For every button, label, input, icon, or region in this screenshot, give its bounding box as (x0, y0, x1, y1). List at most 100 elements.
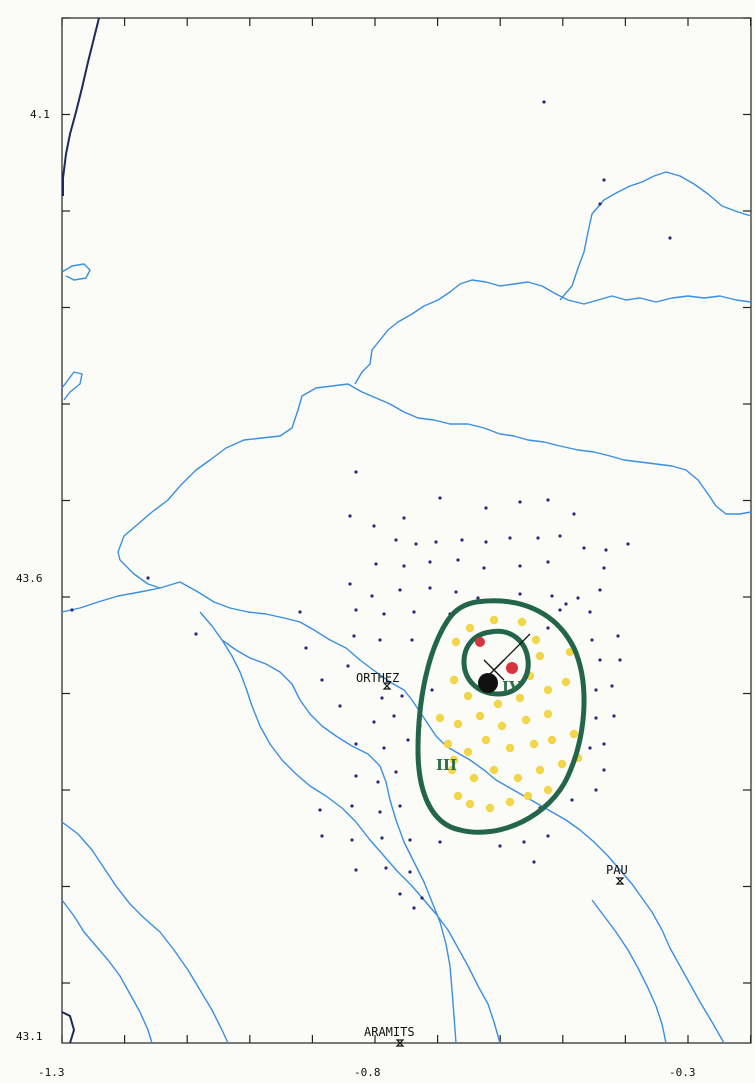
survey-point (414, 542, 418, 546)
survey-point (348, 514, 352, 518)
survey-point (590, 638, 594, 642)
survey-point (532, 860, 536, 864)
felt-point (493, 699, 503, 709)
survey-point (668, 236, 672, 240)
isoseismal-lines (415, 598, 587, 835)
felt-point (449, 675, 459, 685)
survey-point (570, 798, 574, 802)
survey-point (320, 834, 324, 838)
survey-point (546, 498, 550, 502)
felt-point (443, 739, 453, 749)
felt-point (469, 773, 479, 783)
y-tick-label-2: 43.6 (16, 572, 43, 585)
survey-point (572, 512, 576, 516)
survey-point (408, 838, 412, 842)
survey-point (518, 500, 522, 504)
survey-point (354, 774, 358, 778)
survey-point (354, 608, 358, 612)
survey-point (380, 836, 384, 840)
axis-ticks (61, 17, 752, 1043)
survey-point (616, 634, 620, 638)
felt-point (515, 693, 525, 703)
survey-point (626, 542, 630, 546)
survey-point (460, 538, 464, 542)
felt-point (561, 677, 571, 687)
survey-point (438, 840, 442, 844)
survey-point (408, 870, 412, 874)
isoseismal-outer (415, 598, 587, 835)
survey-point (398, 588, 402, 592)
felt-point (463, 747, 473, 757)
survey-point (394, 538, 398, 542)
felt-point (481, 735, 491, 745)
felt-point (463, 691, 473, 701)
survey-point (304, 646, 308, 650)
survey-point (558, 608, 562, 612)
epicenter-symbols (475, 633, 531, 693)
x-tick-label-3: -0.3 (669, 1066, 696, 1079)
felt-point (489, 765, 499, 775)
felt-point (543, 685, 553, 695)
survey-point (594, 788, 598, 792)
survey-point (350, 838, 354, 842)
survey-point (412, 610, 416, 614)
felt-point (465, 623, 475, 633)
felt-point (505, 743, 515, 753)
survey-point (350, 804, 354, 808)
survey-point (376, 780, 380, 784)
survey-point (338, 704, 342, 708)
survey-point (542, 100, 546, 104)
survey-point (428, 560, 432, 564)
survey-point (610, 684, 614, 688)
felt-point (543, 709, 553, 719)
felt-point (565, 647, 575, 657)
felt-point (451, 637, 461, 647)
survey-point (518, 592, 522, 596)
survey-point (352, 634, 356, 638)
y-tick-label-1: 4.1 (30, 108, 50, 121)
survey-point (384, 866, 388, 870)
survey-point (602, 768, 606, 772)
felt-point (535, 651, 545, 661)
felt-point (523, 791, 533, 801)
felt-point (453, 791, 463, 801)
city-marker-icon (395, 1039, 405, 1047)
survey-point (402, 516, 406, 520)
place-markers (382, 682, 625, 1047)
place-label-aramits: ARAMITS (364, 1025, 415, 1039)
survey-point (382, 746, 386, 750)
isoseismal-inner (461, 628, 531, 697)
red-point (475, 637, 485, 647)
survey-point (618, 658, 622, 662)
survey-point (498, 844, 502, 848)
survey-point (598, 658, 602, 662)
survey-point (354, 742, 358, 746)
survey-point (354, 868, 358, 872)
axis-tick-labels: -1.3 -0.8 -0.3 4.1 43.6 43.1 (16, 108, 696, 1079)
city-marker-icon (615, 877, 625, 885)
survey-point (394, 770, 398, 774)
survey-point (454, 590, 458, 594)
felt-point (475, 711, 485, 721)
survey-point (372, 524, 376, 528)
epicenter-marker (478, 673, 498, 693)
survey-point (430, 688, 434, 692)
felt-point (543, 785, 553, 795)
felt-point (535, 765, 545, 775)
felt-intensity-points (435, 615, 583, 813)
survey-point (558, 534, 562, 538)
survey-point (612, 714, 616, 718)
survey-point (320, 678, 324, 682)
survey-point (374, 562, 378, 566)
coastline (61, 17, 100, 1044)
survey-point (372, 720, 376, 724)
felt-point (465, 799, 475, 809)
map-frame (61, 17, 752, 1044)
survey-point (522, 840, 526, 844)
epicenter-cross-icon (483, 633, 531, 681)
survey-points (70, 100, 672, 910)
survey-point (348, 582, 352, 586)
survey-point (588, 746, 592, 750)
x-tick-label-2: -0.8 (354, 1066, 381, 1079)
